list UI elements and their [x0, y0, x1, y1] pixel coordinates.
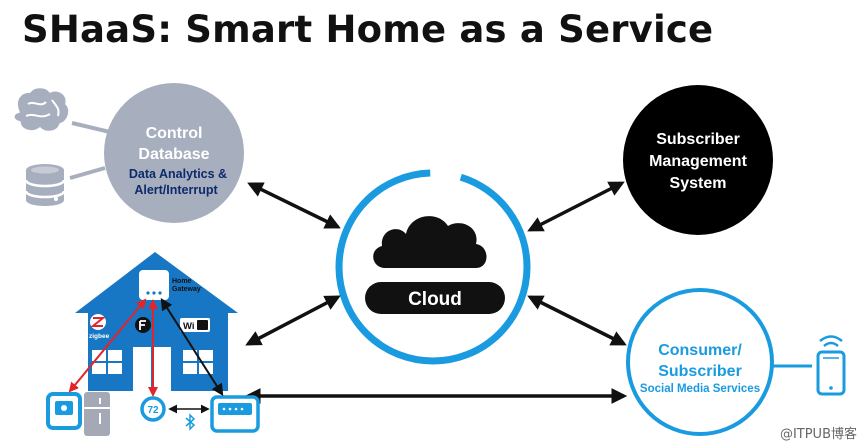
gateway-label-line2: Gateway: [172, 286, 201, 293]
fridge-icon: [84, 392, 110, 436]
home-gateway-device: [139, 270, 169, 300]
wifi-label: Wi: [183, 321, 195, 332]
subscriber-mgmt-line3: System: [670, 175, 727, 192]
gateway-label-line1: Home: [172, 278, 192, 285]
arrow-control-cloud: [247, 182, 341, 229]
cloud-label: Cloud: [408, 289, 462, 310]
control-label-line4: Alert/Interrupt: [134, 183, 218, 197]
brain-link-line: [71, 121, 111, 134]
subscriber-management-node: Subscriber Management System: [623, 85, 773, 235]
camera-icon: [46, 392, 82, 430]
consumer-label-line2: Subscriber: [658, 363, 742, 380]
arrow-cloud-subscriber-mgmt: [527, 181, 625, 232]
device-arrows: [68, 297, 224, 397]
thermostat-value: 72: [147, 405, 159, 416]
control-label-line1: Control: [146, 125, 203, 142]
protocol-logo-icon: [135, 317, 151, 333]
bluetooth-icon: [185, 413, 196, 431]
page-title: SHaaS: Smart Home as a Service: [22, 8, 714, 51]
zigbee-icon: [90, 314, 106, 330]
brain-icon: [13, 86, 70, 133]
database-icon: [24, 164, 66, 206]
control-database-node: Control Database Data Analytics & Alert/…: [104, 83, 244, 223]
wifi-icon: Wi: [180, 318, 210, 332]
thermostat-icon: 72: [140, 396, 166, 422]
arrow-gateway-hub: [160, 297, 224, 397]
cloud-icon: [373, 216, 487, 268]
connection-arrows: [244, 181, 628, 404]
smart-home-house: Home Gateway zigbee Wi: [75, 252, 238, 391]
consumer-label-line1: Consumer/: [658, 342, 742, 359]
house-window-right: [183, 350, 213, 374]
arrow-home-cloud: [245, 295, 341, 346]
subscriber-mgmt-line1: Subscriber: [656, 131, 740, 148]
house-window-left: [92, 350, 122, 374]
smartphone-icon: [816, 335, 846, 396]
arrow-cloud-consumer: [527, 295, 627, 346]
consumer-label-line3: Social Media Services: [640, 383, 760, 395]
cloud-node: Cloud: [335, 169, 531, 365]
database-link-line: [69, 166, 106, 180]
control-label-line2: Database: [138, 146, 209, 163]
hub-icon: [210, 395, 260, 433]
consumer-subscriber-node: Consumer/ Subscriber Social Media Servic…: [626, 288, 774, 436]
arrow-gateway-camera: [68, 298, 147, 393]
watermark: @ITPUB博客: [779, 427, 857, 442]
cloud-pill: [365, 282, 505, 314]
subscriber-mgmt-line2: Management: [649, 153, 747, 170]
control-label-line3: Data Analytics &: [129, 167, 227, 181]
zigbee-label: zigbee: [89, 333, 110, 340]
